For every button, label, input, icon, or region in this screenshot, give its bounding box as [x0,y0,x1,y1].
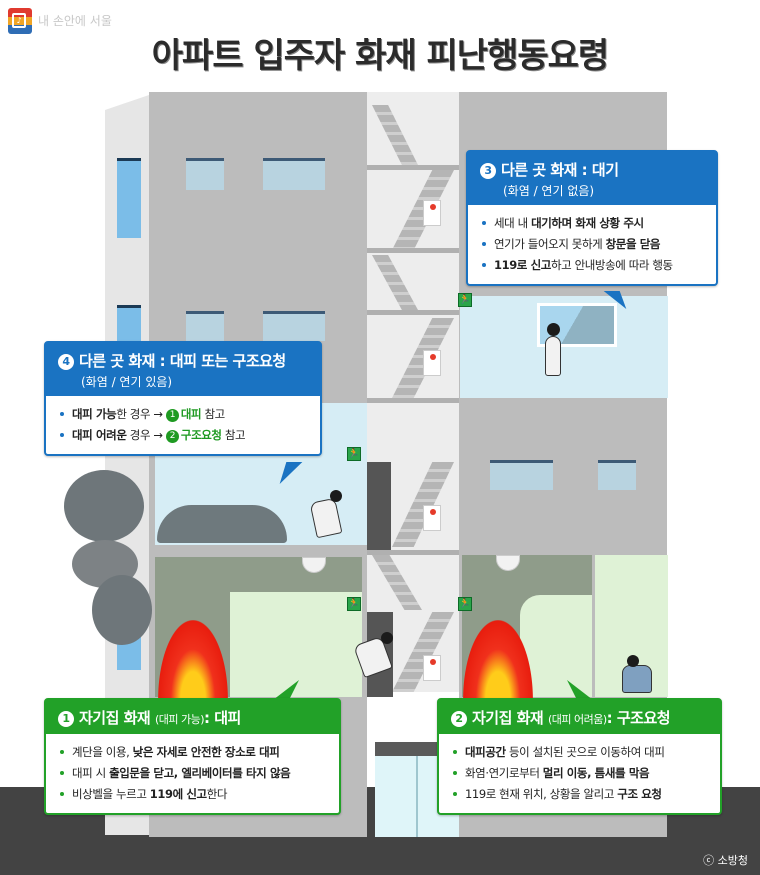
list-item: 계단을 이용, 낮은 자세로 안전한 장소로 대피 [58,742,329,763]
reference-link: 구조요청 [180,428,222,442]
number-badge: 2 [165,430,179,443]
logo-text: 내 손안에 서울 [38,14,112,28]
list-item: 세대 내 대기하며 화재 상황 주시 [480,213,706,234]
bullet-icon [453,749,457,754]
person-head [627,655,639,667]
bullet-icon [453,770,457,775]
callout-evacuate-or-rescue: 4 다른 곳 화재 : 대피 또는 구조요청 (화염 / 연기 있음) 대피 가능… [44,341,322,456]
floor-slab [367,248,459,253]
floor-slab [367,550,459,555]
bullet-icon [453,791,457,796]
bullet-icon [482,262,486,267]
window [186,158,224,190]
number-badge: 4 [58,354,74,370]
list-item: 화염·연기로부터 멀리 이동, 틈새를 막음 [451,763,710,784]
fire-alarm-icon [423,655,441,681]
list-item: 대피공간 등이 설치된 곳으로 이동하여 대피 [451,742,710,763]
stair-door [367,462,391,550]
bullet-icon [60,770,64,775]
page-title: 아파트 입주자 화재 피난행동요령 [151,36,609,76]
bullet-icon [60,749,64,754]
emergency-exit-icon: 🏃 [347,447,361,461]
person-head [330,490,342,502]
fire-alarm-icon [423,200,441,226]
copyright-credit: ⓒ 소방청 [703,854,748,867]
bullet-icon [482,220,486,225]
callout-header: 4 다른 곳 화재 : 대피 또는 구조요청 (화염 / 연기 있음) [46,343,320,396]
callout-subtitle: (화염 / 연기 없음) [503,184,595,198]
list-item: 119로 현재 위치, 상황을 알리고 구조 요청 [451,784,710,805]
ceiling-smoke [155,557,362,592]
window [186,311,224,341]
emergency-exit-icon: 🏃 [347,597,361,611]
phone-glyph-icon: ♪ [12,13,26,28]
bullet-icon [60,432,64,437]
side-window [117,305,141,345]
instruction-list: 대피공간 등이 설치된 곳으로 이동하여 대피 화염·연기로부터 멀리 이동, … [439,734,720,813]
smoke-cloud [157,505,287,543]
bullet-icon [60,791,64,796]
person-head [381,632,393,644]
window [263,311,325,341]
instruction-list: 계단을 이용, 낮은 자세로 안전한 장소로 대피 대피 시 출입문을 닫고, … [46,734,339,813]
list-item: 대피 시 출입문을 닫고, 엘리베이터를 타지 않음 [58,763,329,784]
side-window [117,158,141,238]
fire-flame [463,620,533,700]
emergency-exit-icon: 🏃 [458,597,472,611]
person-crouching [622,665,652,693]
floor-slab [367,398,459,403]
reference-link: 대피 [180,407,202,421]
person-head [547,323,560,336]
callout-standby: 3 다른 곳 화재 : 대기 (화염 / 연기 없음) 세대 내 대기하며 화재 … [466,150,718,286]
smoke-cloud [64,470,144,542]
number-badge: 2 [451,711,467,727]
number-badge: 1 [58,711,74,727]
fire-alarm-icon [423,505,441,531]
bullet-icon [482,241,486,246]
callout-header: 3 다른 곳 화재 : 대기 (화염 / 연기 없음) [468,152,716,205]
callout-title: 다른 곳 화재 : 대기 [501,161,619,179]
person-standing [545,336,561,376]
callout-title: 다른 곳 화재 : 대피 또는 구조요청 [79,352,286,370]
smoke-cloud [92,575,152,645]
window [263,158,325,190]
number-badge: 1 [165,409,179,422]
window [490,460,553,490]
number-badge: 3 [480,163,496,179]
list-item: 연기가 들어오지 못하게 창문을 닫음 [480,234,706,255]
list-item: 비상벨을 누르고 119에 신고한다 [58,784,329,805]
fire-flame [158,620,228,700]
fire-alarm-icon [423,350,441,376]
emergency-exit-icon: 🏃 [458,293,472,307]
bullet-icon [60,411,64,416]
seoul-logo-icon: ♪ [8,8,32,34]
callout-subtitle: (화염 / 연기 있음) [81,375,173,389]
window [598,460,636,490]
floor-slab [367,165,459,170]
list-item: 119로 신고하고 안내방송에 따라 행동 [480,255,706,276]
floor-slab [367,310,459,315]
instruction-list: 세대 내 대기하며 화재 상황 주시 연기가 들어오지 못하게 창문을 닫음 1… [468,205,716,284]
